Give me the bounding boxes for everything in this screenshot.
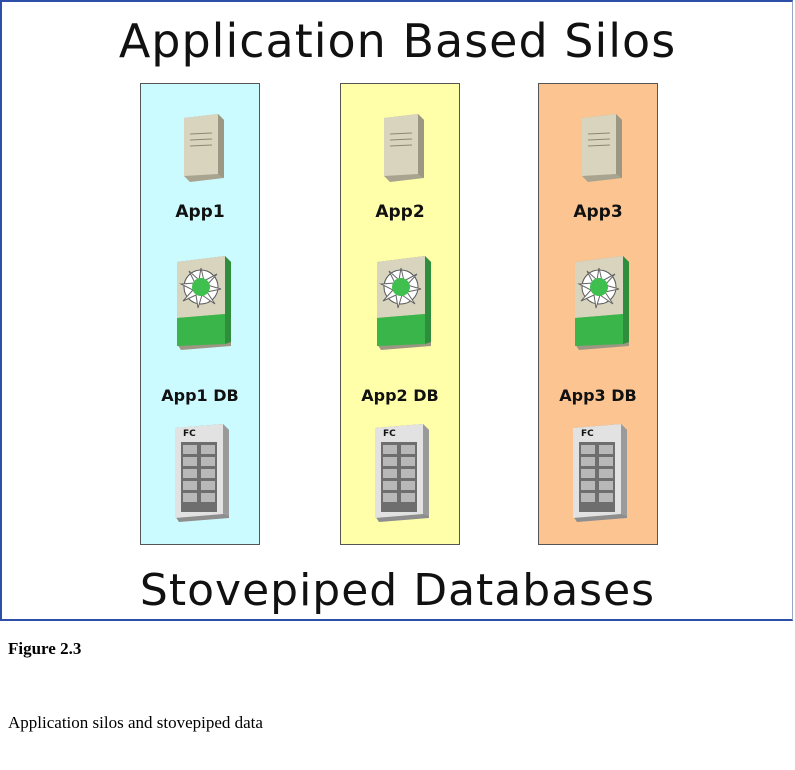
- silo-column-app2: App2 App2 DB FC: [340, 83, 460, 545]
- fc-tag: FC: [383, 429, 396, 439]
- figure-caption-area: Figure 2.3 Application silos and stovepi…: [0, 621, 795, 770]
- db-label: App3 DB: [559, 386, 637, 405]
- database-server-icon: [575, 256, 629, 350]
- database-server-icon: [177, 256, 231, 350]
- silo-column-app1: App1 App1 DB FC: [140, 83, 260, 545]
- app-label: App1: [175, 202, 225, 222]
- figure-caption: Application silos and stovepiped data: [8, 713, 263, 732]
- fc-storage-array-icon: FC: [375, 424, 429, 522]
- fc-storage-array-icon: FC: [573, 424, 627, 522]
- database-server-icon: [377, 256, 431, 350]
- fc-storage-array-icon: FC: [175, 424, 229, 522]
- app-label: App2: [375, 202, 425, 222]
- figure-number: Figure 2.3: [8, 639, 82, 658]
- app-server-icon: [184, 114, 224, 182]
- silo-column-app3: App3 App3 DB FC: [538, 83, 658, 545]
- diagram-footer: Stovepiped Databases: [139, 565, 656, 616]
- fc-tag: FC: [581, 429, 594, 439]
- db-label: App1 DB: [161, 386, 239, 405]
- app-server-icon: [582, 114, 622, 182]
- app-label: App3: [573, 202, 623, 222]
- fc-tag: FC: [183, 429, 196, 439]
- diagram-title: Application Based Silos: [118, 14, 677, 68]
- db-label: App2 DB: [361, 386, 439, 405]
- app-server-icon: [384, 114, 424, 182]
